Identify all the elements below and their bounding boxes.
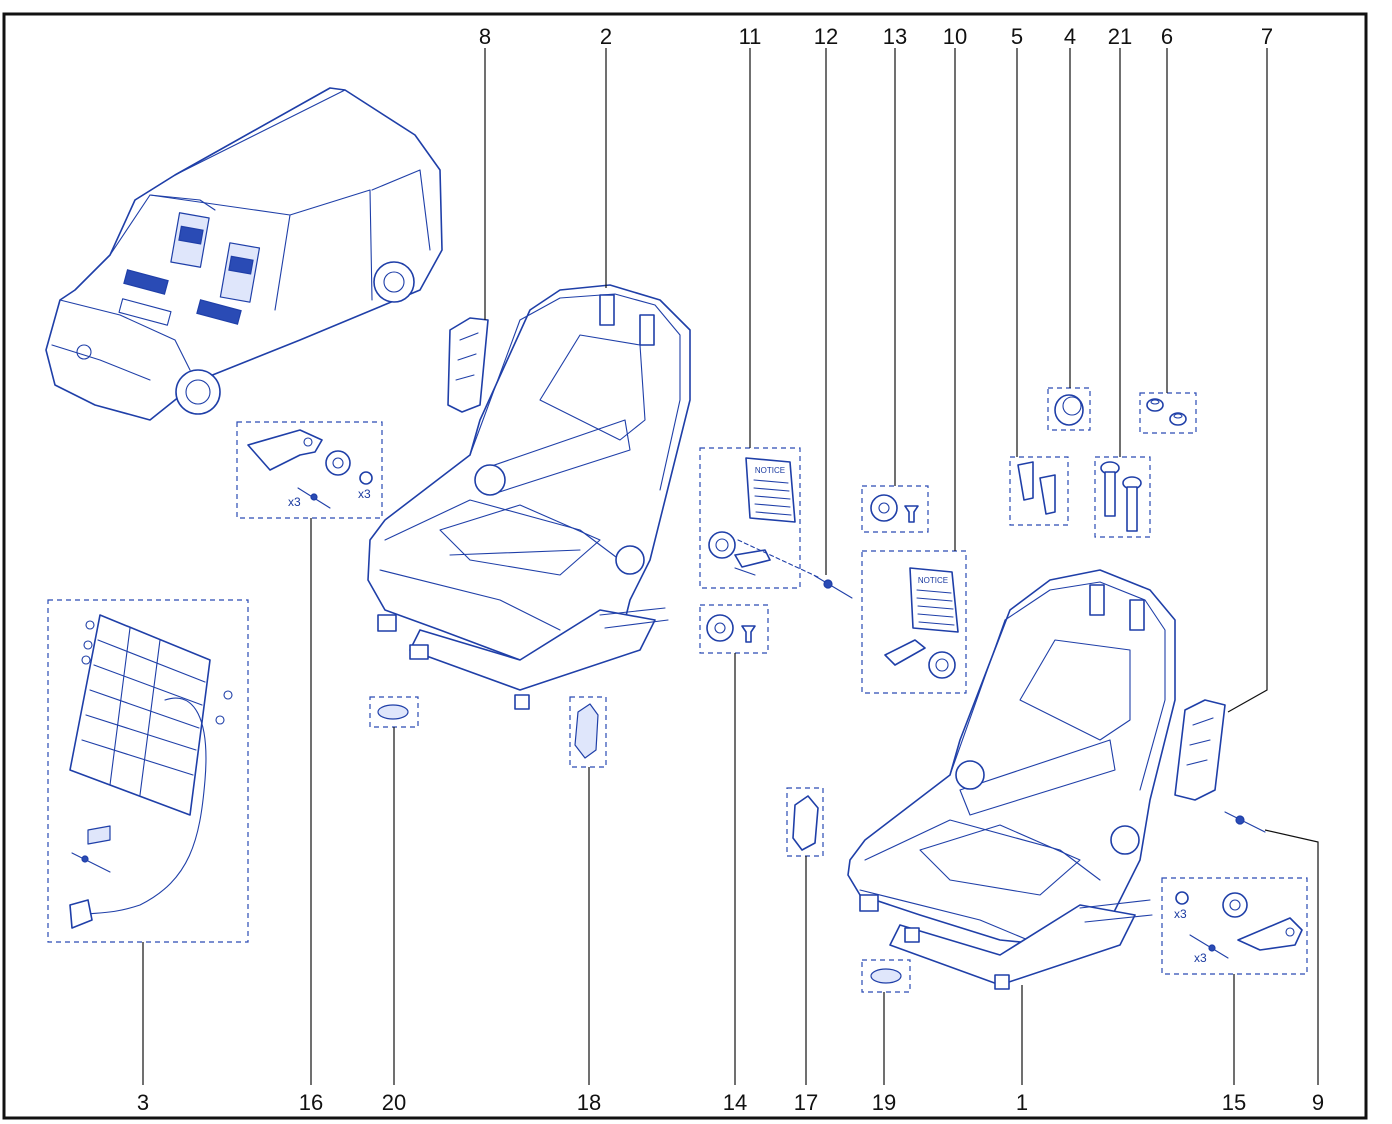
kit-box-10 [861,550,967,694]
callout-10: 10 [943,24,967,49]
knob-icon [325,450,373,485]
bolt-icon [297,487,331,509]
cap-icon [1054,394,1084,426]
callout-3: 3 [137,1090,149,1115]
knob-icon [708,531,771,576]
kit-box-6 [1139,392,1197,434]
kit-box-14 [699,604,769,654]
callout-18: 18 [577,1090,601,1115]
armrest-icon [1237,917,1303,951]
qty-label-16a: x3 [288,495,301,509]
knob-icon [884,639,956,679]
notice-label-11: NOTICE [755,466,785,475]
kit-box-15 [1161,877,1308,975]
callout-16: 16 [299,1090,323,1115]
callout-5: 5 [1011,24,1023,49]
callout-14: 14 [723,1090,747,1115]
kit-box-4 [1047,387,1091,431]
callout-21: 21 [1108,24,1132,49]
callout-12: 12 [814,24,838,49]
callout-2: 2 [600,24,612,49]
spring-mat-icon [69,614,233,929]
pad-icon [377,704,409,720]
knob-icon [706,614,756,643]
callout-11: 11 [739,24,762,49]
kit-box-17 [786,787,824,857]
callout-20: 20 [382,1090,406,1115]
seat-frame-icon [847,569,1176,990]
knob-icon [1175,891,1248,918]
callout-6: 6 [1161,24,1173,49]
leader-lines [142,48,1319,1085]
notice-booklet-icon: NOTICE [909,567,959,633]
kit-box-16 [236,421,383,519]
kit-box-5 [1009,456,1069,526]
knob-icon [870,494,919,523]
cover-icon [792,795,819,851]
callout-7: 7 [1261,24,1273,49]
cap-icon [1146,398,1187,426]
kit-box-19 [861,959,911,993]
callout-15: 15 [1222,1090,1246,1115]
seat-frame-icon [367,284,691,710]
cover-icon [574,703,599,759]
bolt-icon [737,539,853,599]
callout-17: 17 [794,1090,818,1115]
notice-booklet-icon: NOTICE [745,457,796,523]
callout-4: 4 [1064,24,1076,49]
callout-1: 1 [1016,1090,1028,1115]
callout-9: 9 [1312,1090,1324,1115]
kit-box-18 [569,696,607,768]
callout-19: 19 [872,1090,896,1115]
qty-label-15a: x3 [1174,907,1187,921]
bolt-icon [1100,461,1142,532]
callout-8: 8 [479,24,491,49]
diagram-frame [2,12,1368,1120]
notice-label-10: NOTICE [918,576,948,585]
kit-box-3 [47,599,249,943]
clip-icon [1017,461,1056,515]
bolt-icon [1189,934,1229,959]
van-icon [45,87,443,421]
bolt-icon [1224,811,1266,833]
qty-label-16b: x3 [358,487,371,501]
side-trim-icon [1174,699,1226,801]
armrest-icon [247,429,323,471]
kit-box-13 [861,485,929,533]
side-trim-icon [447,317,489,413]
pad-icon [870,968,902,984]
callout-13: 13 [883,24,907,49]
qty-label-15b: x3 [1194,951,1207,965]
kit-box-21 [1094,456,1151,538]
